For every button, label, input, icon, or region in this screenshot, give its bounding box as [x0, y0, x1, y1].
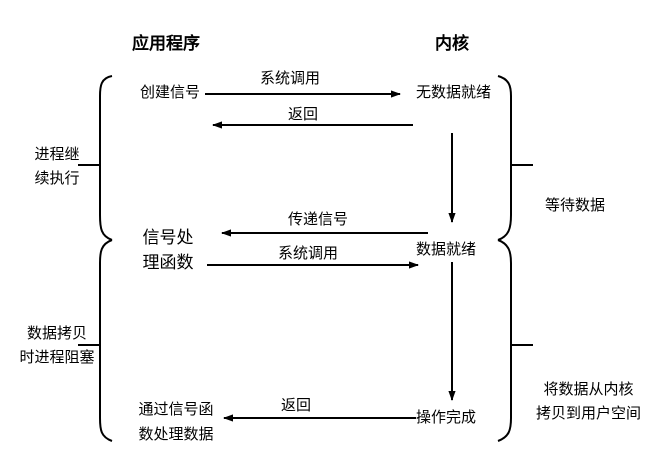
annotation-process-blocked: 数据拷贝 时进程阻塞 [19, 324, 95, 366]
arrow-label-syscall-2: 系统调用 [277, 244, 339, 262]
left-brace-lower [99, 239, 113, 442]
arrow-label-return-1: 返回 [287, 105, 319, 123]
kernel-state-operation-complete: 操作完成 [416, 408, 477, 426]
kernel-state-data-ready: 数据就绪 [416, 240, 477, 258]
annotation-process-continues: 进程继 续执行 [34, 145, 80, 187]
app-state-handle-data: 通过信号函 数处理数据 [138, 400, 214, 443]
left-brace-upper [99, 75, 113, 241]
arrow-label-syscall-1: 系统调用 [259, 69, 321, 87]
kernel-state-no-data-ready: 无数据就绪 [416, 83, 492, 101]
annotation-waiting-for-data: 等待数据 [545, 196, 606, 214]
arrow-label-deliver-signal: 传递信号 [287, 210, 349, 228]
annotation-copy-kernel-to-user: 将数据从内核 拷贝到用户空间 [536, 380, 642, 422]
right-brace-lower [497, 239, 512, 442]
right-brace-upper [497, 75, 512, 241]
app-state-signal-handler: 信号处 理函数 [142, 228, 194, 273]
page-title-kernel: 内核 [435, 34, 469, 54]
arrow-label-return-2: 返回 [280, 396, 312, 414]
page-title-application: 应用程序 [132, 34, 200, 54]
app-state-create-signal: 创建信号 [139, 83, 201, 101]
